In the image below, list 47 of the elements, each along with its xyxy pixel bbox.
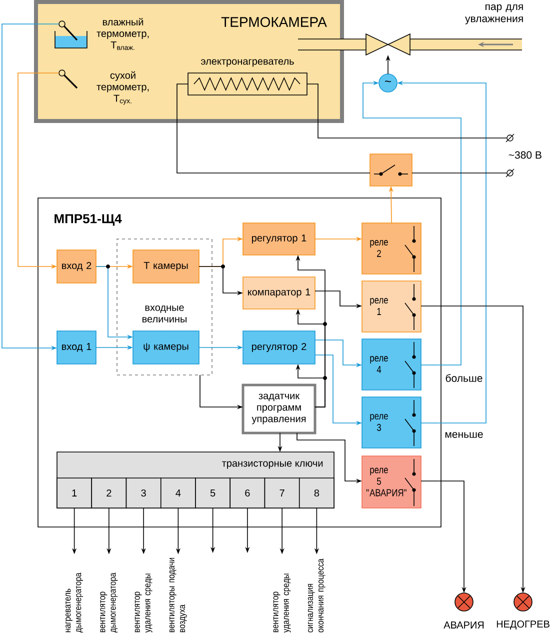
program-box: задатчик программ управления — [242, 384, 316, 434]
key-cell: 5 — [195, 478, 231, 508]
pipe-label: пар для увлажнения — [465, 4, 523, 24]
output-label: сигнализация окончания процесса — [308, 558, 326, 632]
lamp-label: АВАРИЯ — [444, 622, 484, 628]
wire — [306, 84, 508, 138]
output-label: вентилятор удаления среды — [273, 574, 291, 633]
process-box: регулятор 2 — [242, 330, 316, 364]
relay-box: реле 1 — [362, 280, 422, 332]
key-cell: 6 — [230, 478, 266, 508]
input-box: вход 1 — [56, 330, 96, 364]
terminal-symbol — [506, 168, 514, 178]
relay-box: реле 3 — [362, 396, 422, 448]
wire — [176, 84, 370, 174]
arrow — [362, 80, 462, 366]
key-cell: 8 — [298, 478, 334, 508]
key-cell: 4 — [160, 478, 196, 508]
key-cell: 3 — [126, 478, 162, 508]
voltage-label: ~380 В — [508, 151, 542, 159]
chamber-title: ТЕРМОКАМЕРА — [221, 17, 327, 27]
relay-box: реле 2 — [362, 222, 422, 274]
process-box: Т камеры — [132, 250, 200, 284]
thermometer-label: влажный термометр, Т$_{влаж.}$ — [96, 18, 149, 50]
heater-label: электронагреватель — [200, 59, 294, 67]
key-cell: 7 — [264, 478, 300, 508]
output-label: вентилятор дымогенератора — [100, 572, 118, 633]
key-cell: 1 — [56, 478, 92, 508]
panel-heading: транзисторные ключи — [222, 461, 323, 469]
lamp-label: НЕДОГРЕВ — [496, 620, 550, 630]
terminal-symbol — [506, 134, 514, 142]
output-label: вентилятор удаления среды — [134, 574, 152, 633]
controller-title: МПР51-Щ4 — [54, 214, 122, 226]
input-box: вход 2 — [56, 250, 96, 284]
output-label: нагреватель дымогенератора — [66, 572, 84, 633]
relay-box: реле 5 "АВАРИЯ" — [362, 456, 422, 508]
process-box: компаратор 1 — [242, 276, 316, 310]
edge-label: больше — [444, 373, 484, 383]
thermometer-label: сухой термометр, Т$_{сух.}$ — [96, 71, 149, 105]
wire — [412, 172, 508, 174]
relay-box: реле 4 — [362, 338, 422, 390]
edge-label: меньше — [444, 431, 484, 439]
group-label: входные величины — [142, 306, 186, 322]
key-cell: 2 — [91, 478, 127, 508]
output-label: вентиляторы подачи воздуха — [169, 558, 187, 632]
process-box: ψ камеры — [132, 330, 200, 364]
contactor-box — [370, 154, 412, 186]
process-box: регулятор 1 — [242, 222, 316, 256]
